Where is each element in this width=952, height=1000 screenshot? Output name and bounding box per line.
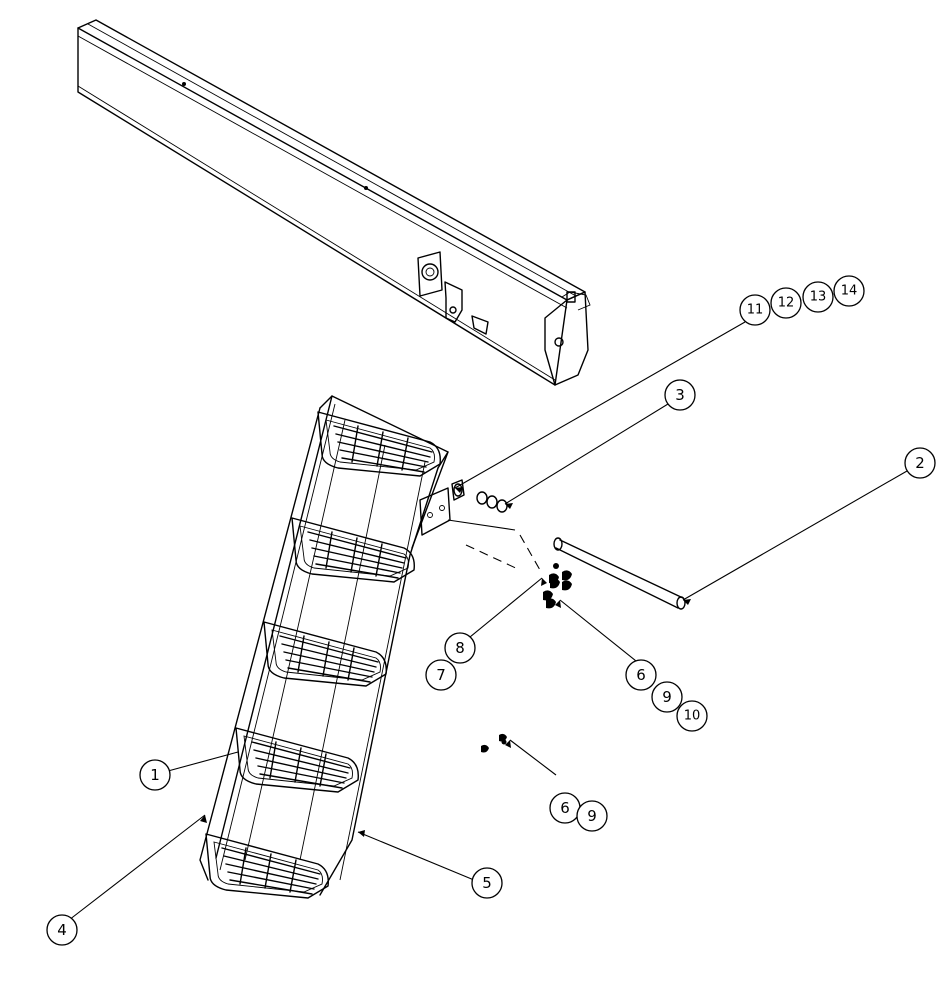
mounting-beam (77, 19, 591, 386)
callout-2: 2 (904, 447, 936, 479)
callout-label: 6 (636, 666, 646, 684)
callout-6-upper: 6 (625, 659, 657, 691)
callout-12: 12 (770, 287, 802, 319)
callout-4: 4 (46, 914, 78, 946)
hardware (447, 479, 686, 753)
ladder-step (291, 517, 415, 583)
callout-3: 3 (664, 379, 696, 411)
callout-8: 8 (444, 632, 476, 664)
callout-label: 13 (810, 290, 827, 305)
callout-label: 8 (455, 639, 465, 657)
ladder-step (235, 727, 359, 793)
callout-1: 1 (139, 759, 171, 791)
callout-11: 11 (739, 294, 771, 326)
callout-label: 6 (560, 799, 570, 817)
callout-label: 2 (915, 454, 925, 472)
ladder-step (317, 411, 441, 477)
callout-label: 11 (747, 303, 764, 318)
callout-14: 14 (833, 275, 865, 307)
ladder-assembly (199, 395, 451, 896)
callout-label: 12 (778, 296, 795, 311)
callout-label: 1 (150, 766, 160, 784)
callout-label: 7 (436, 666, 446, 684)
leader-lines (68, 321, 908, 921)
ladder-step (205, 833, 329, 899)
callout-9-lower: 9 (576, 800, 608, 832)
callout-label: 9 (662, 688, 672, 706)
callout-6-lower: 6 (549, 792, 581, 824)
ladder-step (263, 621, 387, 687)
ladder-steps (205, 411, 441, 899)
callout-label: 5 (482, 874, 492, 892)
callout-label: 10 (684, 709, 701, 724)
callout-5: 5 (471, 867, 503, 899)
callout-13: 13 (802, 281, 834, 313)
callout-9-upper: 9 (651, 681, 683, 713)
callout-label: 4 (57, 921, 67, 939)
callout-label: 3 (675, 386, 685, 404)
callout-7: 7 (425, 659, 457, 691)
callout-label: 9 (587, 807, 597, 825)
callout-10: 10 (676, 700, 708, 732)
callout-label: 14 (841, 284, 858, 299)
